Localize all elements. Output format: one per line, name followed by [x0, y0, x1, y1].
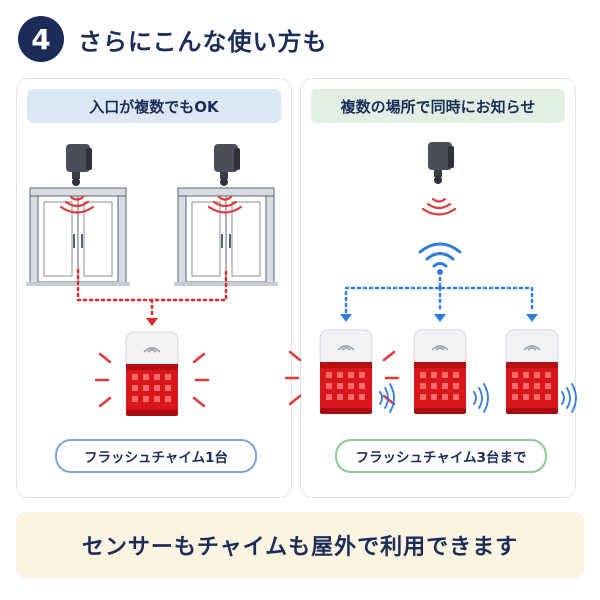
arrow-down-icon: [146, 318, 158, 326]
sound-wave-icon: [473, 383, 489, 413]
detection-wave-icon: [421, 197, 457, 216]
left-panel-heading: 入口が複数でもOK: [27, 89, 281, 123]
section-title: さらにこんな使い方も: [78, 27, 328, 56]
flash-chime-icon: [413, 329, 467, 415]
left-panel-caption: フラッシュチャイム1台: [55, 439, 257, 473]
footer-banner: センサーもチャイムも屋外で利用できます: [16, 512, 584, 578]
arrow-down-icon: [526, 314, 538, 322]
arrow-down-icon: [434, 314, 446, 322]
step-number-badge: 4: [18, 16, 64, 62]
section-header: 4 さらにこんな使い方も: [18, 16, 328, 62]
right-panel-caption: フラッシュチャイム3台まで: [335, 439, 547, 473]
arrow-down-icon: [340, 314, 352, 322]
flash-chime-icon: [94, 331, 210, 417]
wifi-signal-icon: [418, 242, 462, 275]
motion-sensor-icon: [66, 144, 92, 186]
motion-sensor-icon: [214, 144, 240, 186]
right-panel-heading: 複数の場所で同時にお知らせ: [311, 89, 565, 123]
flash-chime-icon: [505, 329, 559, 415]
left-connection-lines: [76, 268, 228, 318]
left-panel: 入口が複数でもOK フラッシュチャイム1台: [16, 78, 292, 498]
sound-wave-icon: [561, 383, 577, 413]
right-connection-lines: [344, 276, 534, 314]
motion-sensor-icon: [428, 142, 454, 184]
